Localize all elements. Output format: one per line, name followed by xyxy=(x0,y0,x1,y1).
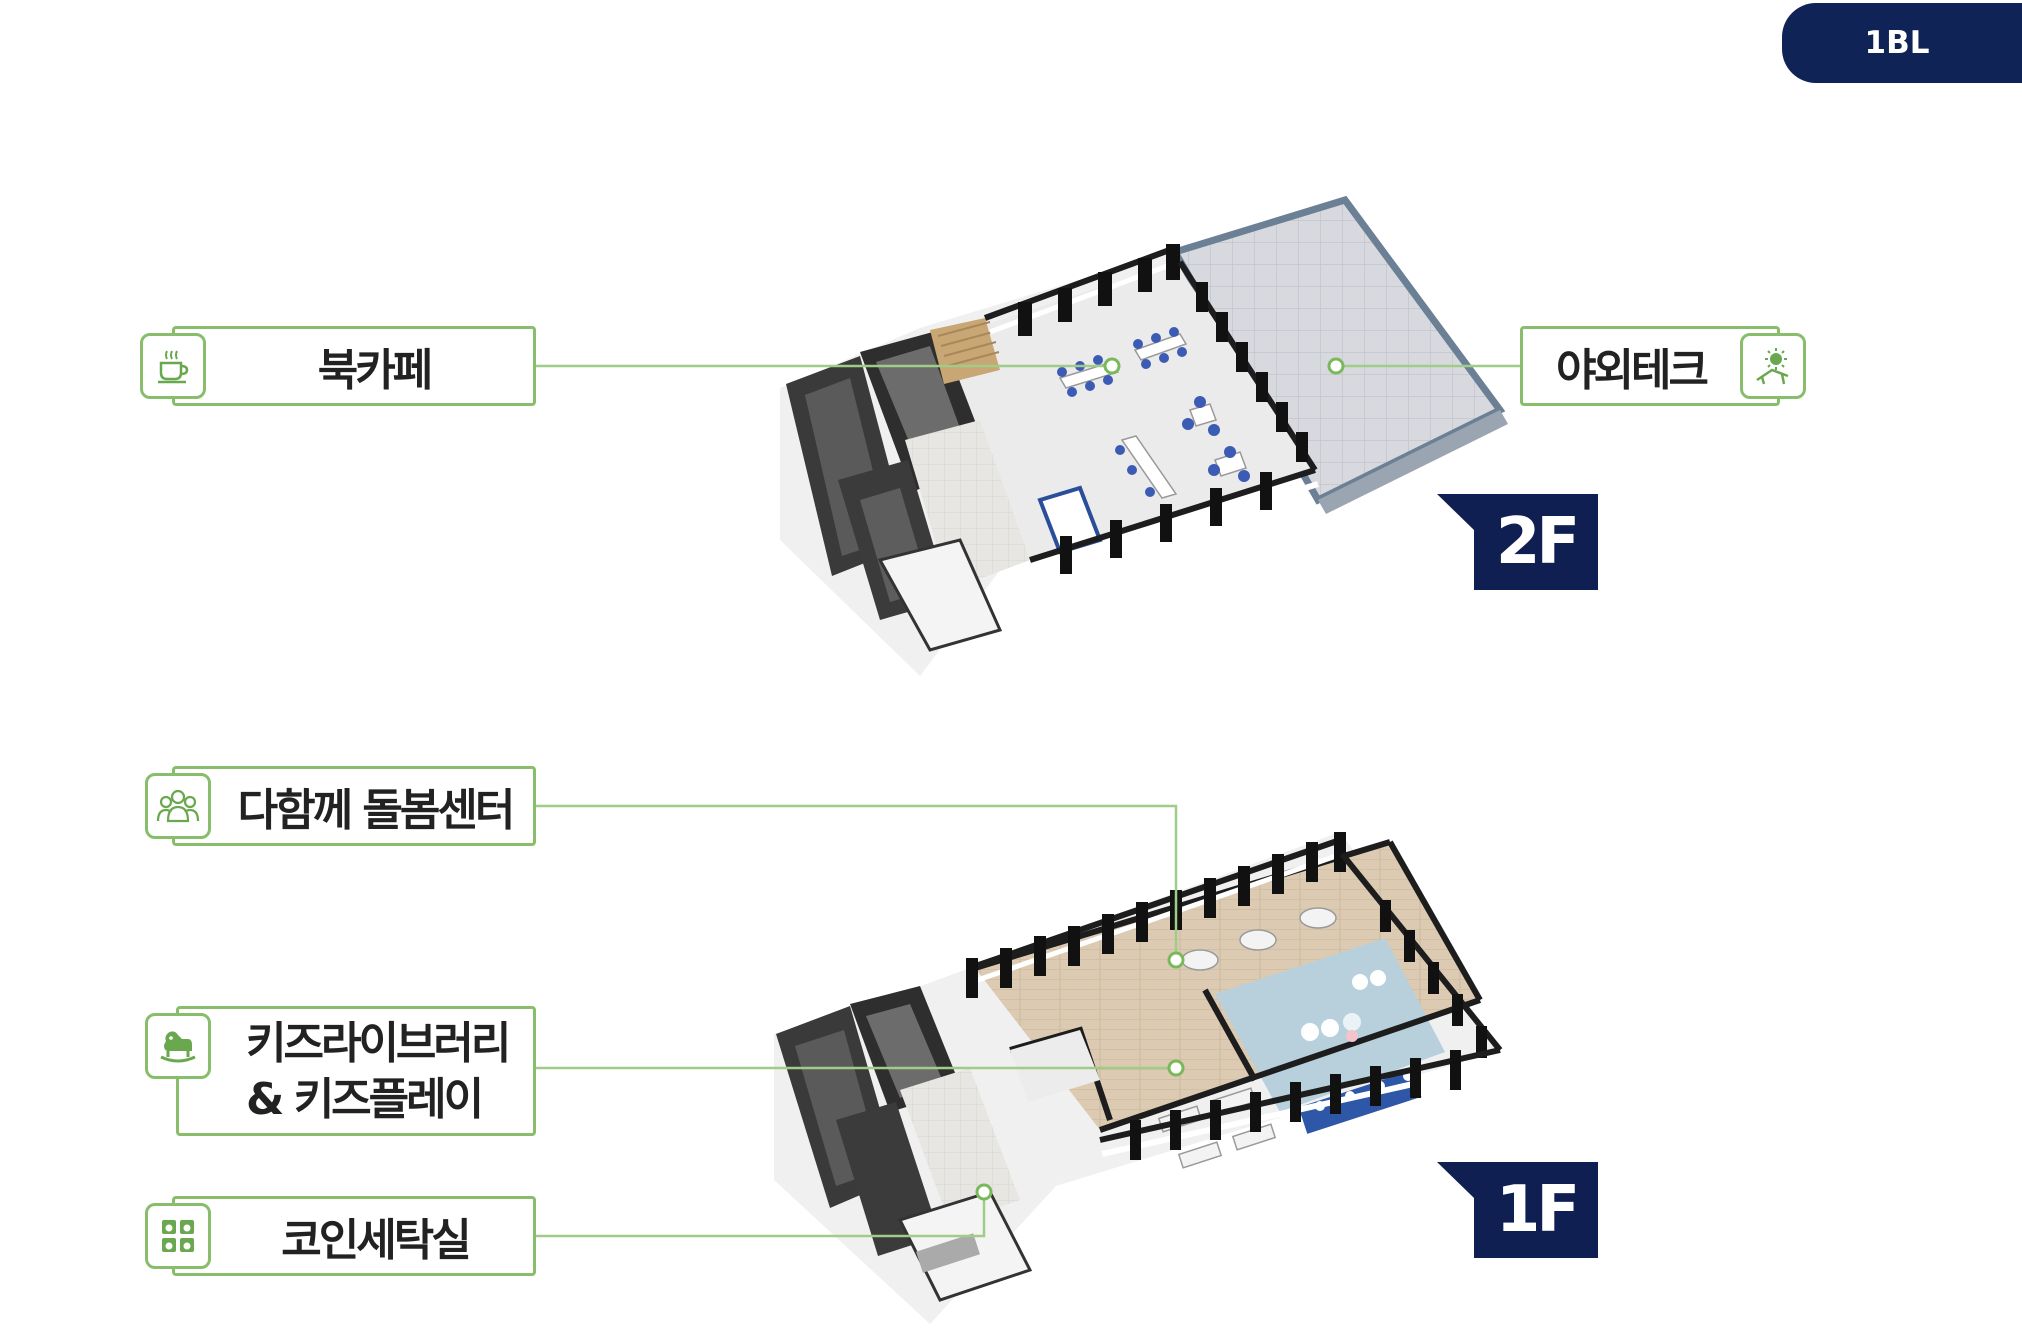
cafe-chairs xyxy=(1057,327,1250,497)
floor-1f-flag xyxy=(1437,1162,1474,1198)
dot-kids-library xyxy=(1167,1059,1185,1077)
lobby-floor xyxy=(1010,1030,1100,1102)
floor-badge-2f-text: 2F xyxy=(1495,505,1580,579)
railing-posts-1f xyxy=(966,832,1503,1160)
block-label: 1BL xyxy=(1864,25,1930,61)
leader-laundry xyxy=(536,1192,986,1238)
dot-laundry xyxy=(975,1183,993,1201)
core-rooms xyxy=(786,318,1030,652)
floor-badge-1f-text: 1F xyxy=(1495,1173,1580,1247)
first-floor-plan xyxy=(774,832,1503,1324)
first-floor-wood xyxy=(975,842,1480,1130)
block-tab[interactable]: 1BL xyxy=(1782,3,2022,83)
leader-dots xyxy=(975,357,1345,1201)
callout-care-center-box xyxy=(172,766,536,846)
leader-care-center xyxy=(536,804,1178,960)
callout-kids-library-text: 키즈라이브러리 & 키즈플레이 xyxy=(246,1014,536,1130)
washing-machines-icon xyxy=(145,1203,211,1269)
callout-laundry-label: 코인세탁실 xyxy=(281,1215,471,1266)
dot-outdoor-tech xyxy=(1327,357,1345,375)
people-group-icon xyxy=(145,773,211,839)
callout-book-cafe-box xyxy=(172,326,536,406)
dot-book-cafe xyxy=(1103,357,1121,375)
floor-badge-1f: 1F xyxy=(1474,1162,1598,1258)
sun-lounger-icon xyxy=(1740,333,1806,399)
rocking-horse-icon xyxy=(145,1013,211,1079)
callout-laundry-box xyxy=(172,1196,536,1276)
leader-lines xyxy=(534,364,1522,1238)
second-floor-plan xyxy=(780,195,1508,676)
callout-book-cafe-label: 북카페 xyxy=(317,345,433,396)
callout-kids-library-label-line2: & 키즈플레이 xyxy=(246,1074,484,1125)
floor-badge-2f: 2F xyxy=(1474,494,1598,590)
callout-outdoor-tech-label: 야외테크 xyxy=(1556,345,1709,396)
floor-2f-flag xyxy=(1437,494,1474,530)
callout-care-center-label: 다함께 돌봄센터 xyxy=(237,785,516,836)
callout-kids-library-label-line1: 키즈라이브러리 xyxy=(246,1018,511,1069)
coffee-cup-icon xyxy=(140,333,206,399)
callout-outdoor-tech-box xyxy=(1520,326,1780,406)
callout-kids-library-box xyxy=(176,1006,536,1136)
dot-care-center xyxy=(1167,951,1185,969)
railing-posts-2f xyxy=(983,244,1319,577)
cafe-tables xyxy=(1058,333,1247,499)
